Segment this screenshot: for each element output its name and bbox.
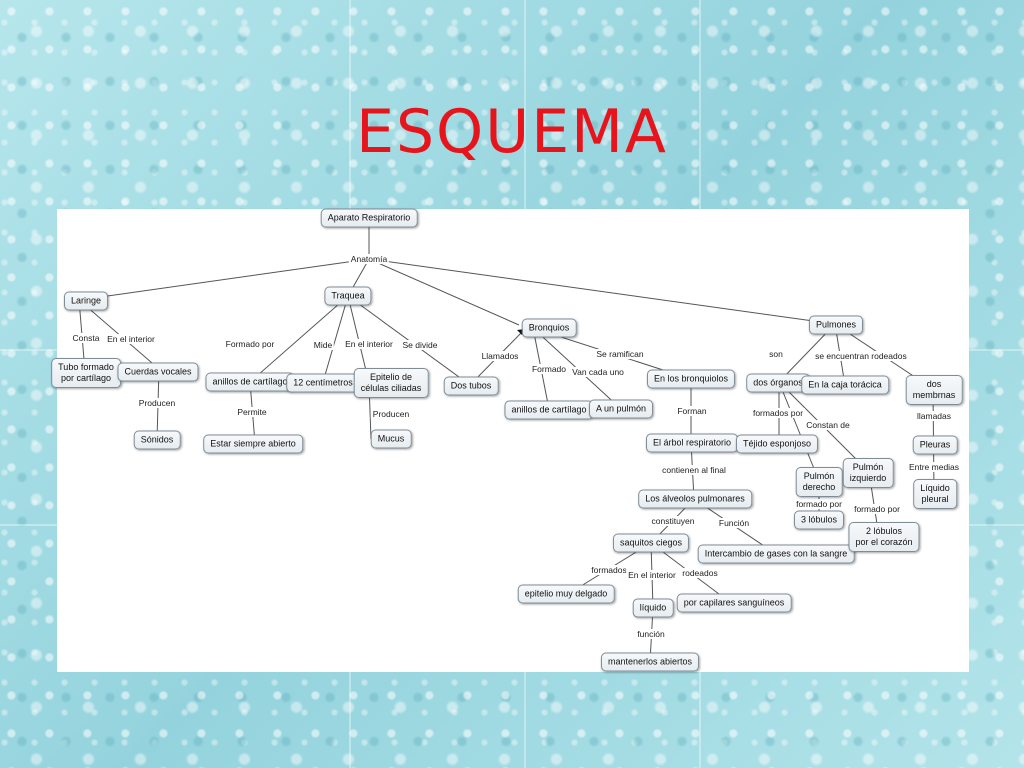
node-sonidos[interactable]: Sónidos	[133, 430, 181, 450]
link-label-funcion: Función	[716, 518, 752, 528]
link-label-llamados: Llamados	[479, 351, 521, 361]
link-label-van-cada-uno: Van cada uno	[570, 367, 626, 377]
node-intercambio-gases[interactable]: Intercambio de gases con la sangre	[697, 544, 855, 564]
link-label-en-el-interior: En el interior	[343, 339, 395, 349]
node-dos-membranas[interactable]: dos membrnas	[905, 375, 963, 405]
concept-map-panel: Anatomía Consta En el interior Producen …	[51, 208, 969, 672]
node-cuerdas-vocales[interactable]: Cuerdas vocales	[117, 362, 199, 382]
link-label-constan-de: Constan de	[804, 420, 852, 430]
link-label-formado-por: formado por	[852, 504, 902, 514]
node-caja-toracica[interactable]: En la caja torácica	[801, 375, 889, 395]
link-label-llamadas: llamadas	[914, 411, 954, 421]
node-aparato-respiratorio[interactable]: Aparato Respiratorio	[320, 208, 418, 228]
node-tejido-esponjoso[interactable]: Téjido esponjoso	[735, 434, 819, 454]
link-label-rodeados: rodeados	[869, 351, 909, 361]
link-label-contienen-al-final: contienen al final	[660, 465, 728, 475]
node-arbol-respiratorio[interactable]: El árbol respiratorio	[645, 433, 739, 453]
node-3-lobulos[interactable]: 3 lóbulos	[793, 510, 845, 530]
node-epitelio-celulas-ciliadas[interactable]: Epitelio de células ciliadas	[353, 368, 429, 398]
link-label-funcion: función	[635, 629, 667, 639]
node-anillos-cartilago-bronquios[interactable]: anillos de cartílago	[504, 400, 594, 420]
node-pulmon-derecho[interactable]: Pulmón derecho	[795, 467, 843, 497]
link-label-se-divide: Se divide	[400, 340, 440, 350]
node-tubo-formado[interactable]: Tubo formado por cartílago	[51, 358, 121, 388]
node-mantenerlos-abiertos[interactable]: mantenerlos abiertos	[600, 652, 700, 672]
node-pulmones[interactable]: Pulmones	[808, 315, 864, 335]
node-anillos-cartilago-traquea[interactable]: anillos de cartílago	[205, 372, 295, 392]
link-label-se-ramifican: Se ramifican	[594, 349, 646, 359]
link-label-anatomia: Anatomía	[348, 254, 390, 264]
node-2-lobulos[interactable]: 2 lóbulos por el corazón	[848, 522, 920, 552]
node-saquitos-ciegos[interactable]: saquitos ciegos	[612, 533, 690, 553]
link-label-constituyen: constituyen	[649, 516, 697, 526]
link-label-son: son	[767, 349, 785, 359]
node-laringe[interactable]: Laringe	[63, 291, 109, 311]
node-estar-siempre-abierto[interactable]: Estar siempre abierto	[203, 434, 303, 454]
link-label-forman: Forman	[675, 406, 709, 416]
node-capilares-sanguineos[interactable]: por capilares sanguíneos	[676, 593, 792, 613]
link-label-producen: Producen	[136, 398, 178, 408]
slide-title: ESQUEMA	[356, 97, 668, 167]
link-label-formado: Formado	[529, 364, 569, 374]
node-liquido[interactable]: líquido	[632, 598, 674, 618]
link-label-entre-medias: Entre medias	[906, 462, 962, 472]
node-en-los-bronquiolos[interactable]: En los bronquiolos	[646, 369, 736, 389]
node-liquido-pleural[interactable]: Líquido pleural	[913, 479, 957, 509]
link-label-rodeados: rodeados	[680, 568, 720, 578]
node-pleuras[interactable]: Pleuras	[912, 435, 958, 455]
link-label-mide: Mide	[311, 340, 335, 350]
node-dos-tubos[interactable]: Dos tubos	[443, 376, 499, 396]
link-label-formado-por: formado por	[794, 499, 844, 509]
link-label-consta: Consta	[70, 333, 102, 343]
node-a-un-pulmon[interactable]: A un pulmón	[588, 399, 654, 419]
node-traquea[interactable]: Traquea	[324, 286, 372, 306]
node-pulmon-izquierdo[interactable]: Pulmón izquierdo	[842, 458, 894, 488]
link-label-producen: Producen	[370, 409, 412, 419]
node-12-centimetros[interactable]: 12 centímetros	[286, 373, 360, 393]
link-label-formados-por: formados por	[750, 408, 806, 418]
node-bronquios[interactable]: Bronquios	[521, 318, 577, 338]
connector-lines	[78, 225, 935, 663]
link-label-permite: Permite	[235, 407, 269, 417]
node-mucus[interactable]: Mucus	[370, 429, 412, 449]
node-epitelio-muy-delgado[interactable]: epitelio muy delgado	[517, 584, 615, 604]
link-label-en-el-interior: En el interior	[626, 570, 678, 580]
link-label-formados: formados	[589, 565, 629, 575]
node-alveolos-pulmonares[interactable]: Los álveolos pulmonares	[638, 489, 752, 509]
link-label-se-encuentran: se encuentran	[813, 351, 871, 361]
link-label-formado-por: Formado por	[223, 339, 277, 349]
link-label-en-el-interior: En el interior	[105, 334, 157, 344]
